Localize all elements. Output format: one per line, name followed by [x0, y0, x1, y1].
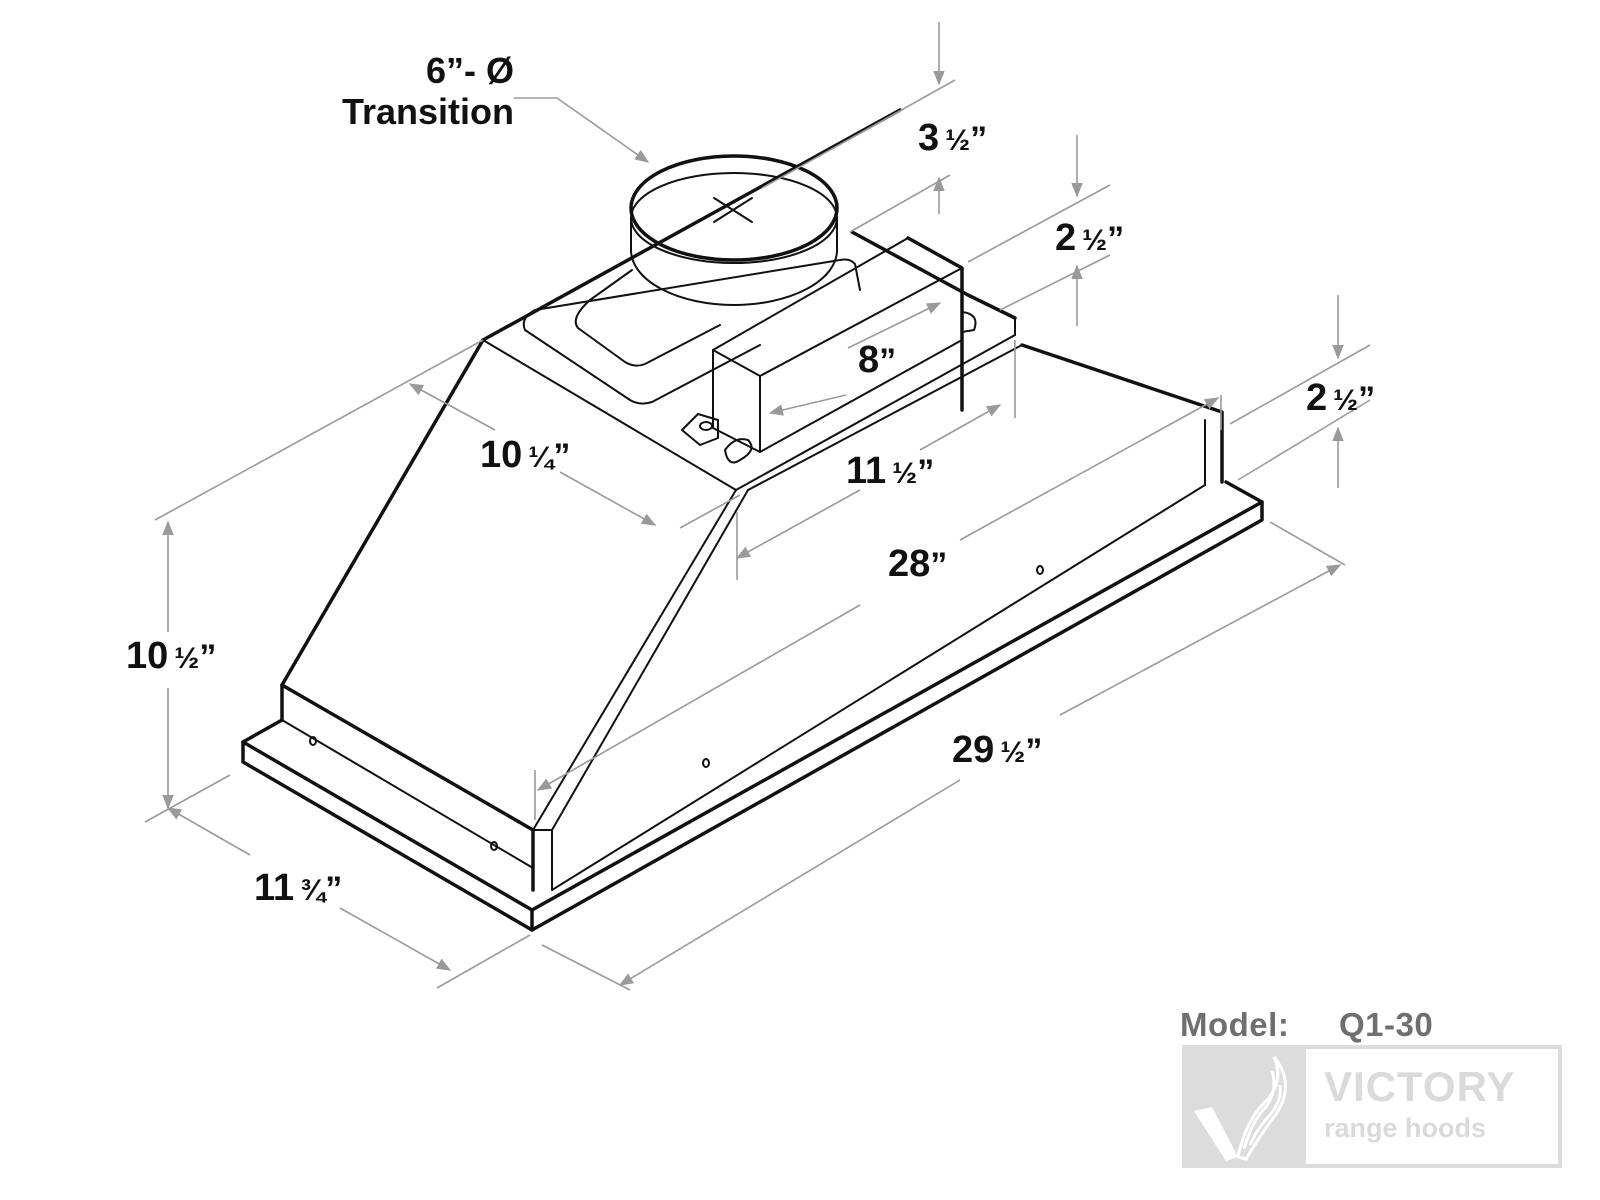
svg-text:3½”: 3½”	[918, 117, 987, 159]
svg-text:8”: 8”	[858, 339, 896, 381]
brand-tagline: range hoods	[1324, 1113, 1487, 1143]
hood-body	[241, 108, 1264, 932]
svg-text:29½”: 29½”	[952, 729, 1042, 771]
model-info: Model: Q1-30	[1180, 1006, 1433, 1044]
motor-box	[681, 236, 977, 464]
dim-body-width: 28”	[888, 543, 947, 585]
dimension-lines	[144, 22, 1371, 991]
svg-text:28”: 28”	[888, 543, 947, 585]
brand-logo: VICTORY range hoods	[1182, 1045, 1562, 1168]
svg-text:11½”: 11½”	[846, 450, 934, 492]
model-label: Model:	[1180, 1006, 1290, 1043]
brand-name: VICTORY	[1324, 1063, 1516, 1110]
svg-text:10¼”: 10¼”	[480, 434, 570, 476]
callout-transition: 6”- Ø Transition	[342, 50, 514, 132]
dim-motor-box-length: 8”	[858, 339, 896, 381]
svg-text:11¾”: 11¾”	[254, 867, 342, 909]
center-mark-icon	[713, 197, 753, 223]
transition-label: Transition	[342, 91, 514, 132]
model-value: Q1-30	[1339, 1006, 1434, 1043]
svg-text:2½”: 2½”	[1306, 377, 1375, 419]
svg-text:2½”: 2½”	[1055, 217, 1124, 259]
transition-size-label: 6”- Ø	[426, 50, 514, 91]
svg-text:10½”: 10½”	[126, 635, 216, 677]
duct-transition	[629, 154, 839, 306]
victory-flame-v-icon	[1186, 1049, 1306, 1164]
